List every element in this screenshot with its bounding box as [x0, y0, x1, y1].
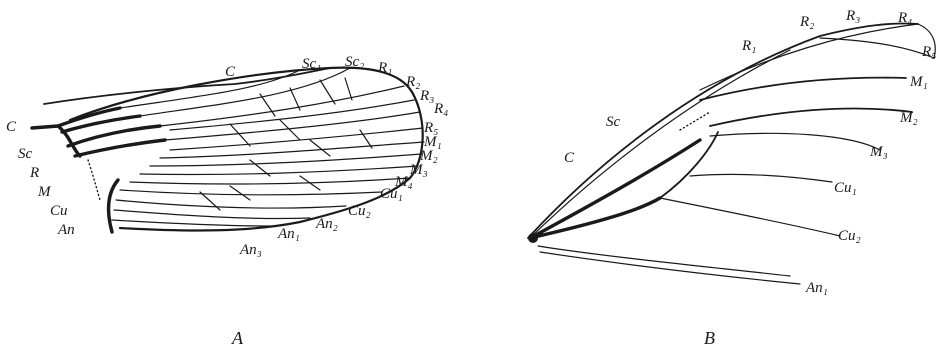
label-b-sc: Sc: [606, 114, 621, 130]
label-a-an2: An₂: [315, 216, 338, 232]
label-b-r3: R₃: [845, 8, 860, 24]
label-a-r3: R₃: [419, 88, 434, 104]
wing-a-vein-an2: [114, 210, 310, 219]
label-b-c: C: [564, 150, 575, 166]
wing-a-crossveins: [200, 78, 372, 210]
wing-b-vein-r4: [700, 24, 918, 90]
wing-b-sc: [532, 50, 790, 236]
label-b-an1: An₁: [805, 280, 828, 296]
wing-b-vein-m1: [700, 78, 906, 100]
label-a-c-left: C: [6, 119, 17, 135]
label-b-r4: R₄: [897, 10, 912, 26]
wing-a-vein-r1: [140, 68, 350, 116]
wing-b-vein-cu2: [660, 198, 840, 236]
label-b-r2: R₂: [799, 14, 814, 30]
label-a-an1: An₁: [277, 226, 300, 242]
label-a-r: R: [29, 165, 39, 181]
wing-a-vein-an1: [112, 220, 270, 226]
wing-b-vein-cu1: [690, 174, 832, 182]
wing-a-labels: C Sc₁ Sc₂ R₁ R₂ R₃ R₄ R₅ M₁ M₂ M₃ M₄ Cu₁…: [6, 54, 448, 348]
wing-a-dotted: [88, 160, 100, 200]
wing-b-vein-an1: [540, 252, 800, 284]
label-b-r5: R₅: [921, 44, 936, 60]
wing-a-vein-r3: [170, 100, 414, 130]
label-b-m3: M₃: [869, 144, 888, 160]
label-a-an3: An₃: [239, 242, 262, 258]
wing-a-anal-base: [109, 180, 118, 232]
label-a-sc: Sc: [18, 146, 33, 162]
label-b-m1: M₁: [909, 74, 928, 90]
wing-a-vein-cu1: [120, 190, 382, 195]
wing-b-vein-m2: [710, 108, 912, 126]
label-a-c-top: C: [225, 64, 236, 80]
label-a-cu: Cu: [50, 203, 68, 219]
label-b-cu2: Cu₂: [838, 228, 861, 244]
wing-b-vein-r5: [820, 38, 934, 58]
label-a-sc1: Sc₁: [302, 56, 321, 72]
panel-b-title: B: [704, 328, 715, 348]
wing-b-vein-cu-stem: [660, 132, 718, 198]
label-a-m: M: [37, 184, 52, 200]
wing-a-vein-sc: [120, 70, 300, 108]
wing-b-base-node: [528, 233, 538, 243]
label-a-sc2: Sc₂: [345, 54, 364, 70]
wing-a-vein-m2: [150, 154, 422, 166]
label-a-r2: R₂: [405, 74, 420, 90]
label-a-cu1: Cu₁: [380, 186, 403, 202]
label-a-an: An: [57, 222, 75, 238]
label-b-cu1: Cu₁: [834, 180, 857, 196]
label-b-r1: R₁: [741, 38, 756, 54]
wing-b-hind-margin: [538, 246, 790, 276]
wing-a-vein-m4: [130, 178, 410, 184]
label-a-cu2: Cu₂: [348, 203, 371, 219]
wing-b-dotted: [680, 112, 710, 130]
wing-a-vein-r5: [170, 128, 423, 150]
wing-a-vein-m3: [140, 166, 418, 175]
wing-b-labels: R₁ R₂ R₃ R₄ R₅ M₁ M₂ M₃ Cu₁ Cu₂ An₁ Sc C…: [564, 8, 936, 348]
wing-a-vein-cu2: [116, 200, 346, 208]
wing-b-vein-m3: [710, 133, 880, 150]
label-a-r4: R₄: [433, 101, 448, 117]
label-b-m2: M₂: [899, 110, 918, 126]
wing-a-vein-m1: [160, 142, 424, 158]
wing-a-vein-r4: [165, 112, 420, 140]
panel-a-title: A: [231, 328, 244, 348]
label-a-r1: R₁: [377, 60, 392, 76]
